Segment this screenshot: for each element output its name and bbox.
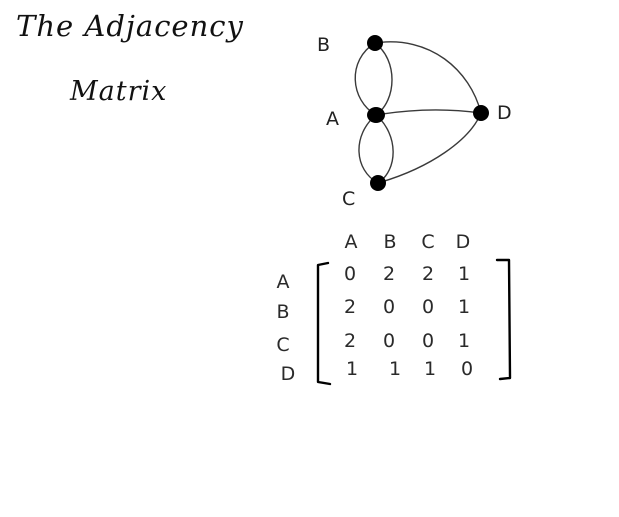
matrix-right-bracket [495,258,512,381]
matrix-cell: 1 [389,358,401,380]
vertex-d [473,105,489,121]
matrix-cell: 0 [461,358,473,380]
vertex-label-d: D [497,102,512,124]
edge-a-c-right [375,114,394,184]
matrix-cell: 0 [422,330,434,352]
edge-a-d [375,109,482,116]
matrix-row-header: C [276,334,289,356]
vertex-label-c: C [342,188,355,210]
matrix-cell: 0 [383,296,395,318]
edge-a-b-left [354,42,377,116]
edge-a-b-right [374,42,393,116]
matrix-cells: 0 2 2 1 2 0 0 1 2 0 0 1 1 1 1 0 [344,263,473,380]
matrix-cell: 1 [346,358,358,380]
vertex-label-a: A [326,108,339,130]
vertex-a [367,107,385,123]
matrix-cell: 1 [458,330,470,352]
graph-vertices [367,35,489,191]
vertex-c [370,175,386,191]
matrix-row-headers: A B C D [276,271,295,385]
vertex-b [367,35,383,51]
matrix-cell: 2 [383,263,395,285]
matrix-cell: 1 [424,358,436,380]
matrix-cell: 1 [458,296,470,318]
matrix-col-header: D [456,231,471,253]
matrix-cell: 1 [458,263,470,285]
edge-c-d [377,112,482,184]
matrix-cell: 2 [422,263,434,285]
matrix-column-headers: A B C D [345,231,471,253]
matrix-cell: 0 [344,263,356,285]
matrix-col-header: A [345,231,358,253]
matrix-col-header: C [421,231,434,253]
edge-a-c-left [358,114,379,184]
vertex-label-b: B [317,34,330,56]
matrix-row-header: A [277,271,290,293]
matrix-col-header: B [383,231,396,253]
matrix-row-header: B [276,301,289,323]
title-line-1: The Adjacency [16,9,244,43]
matrix-cell: 0 [383,330,395,352]
matrix-cell: 2 [344,296,356,318]
matrix-left-bracket [316,261,332,386]
matrix-row-header: D [281,363,296,385]
matrix-cell: 0 [422,296,434,318]
title-line-2: Matrix [70,76,168,107]
edge-b-d [374,41,482,114]
matrix-cell: 2 [344,330,356,352]
